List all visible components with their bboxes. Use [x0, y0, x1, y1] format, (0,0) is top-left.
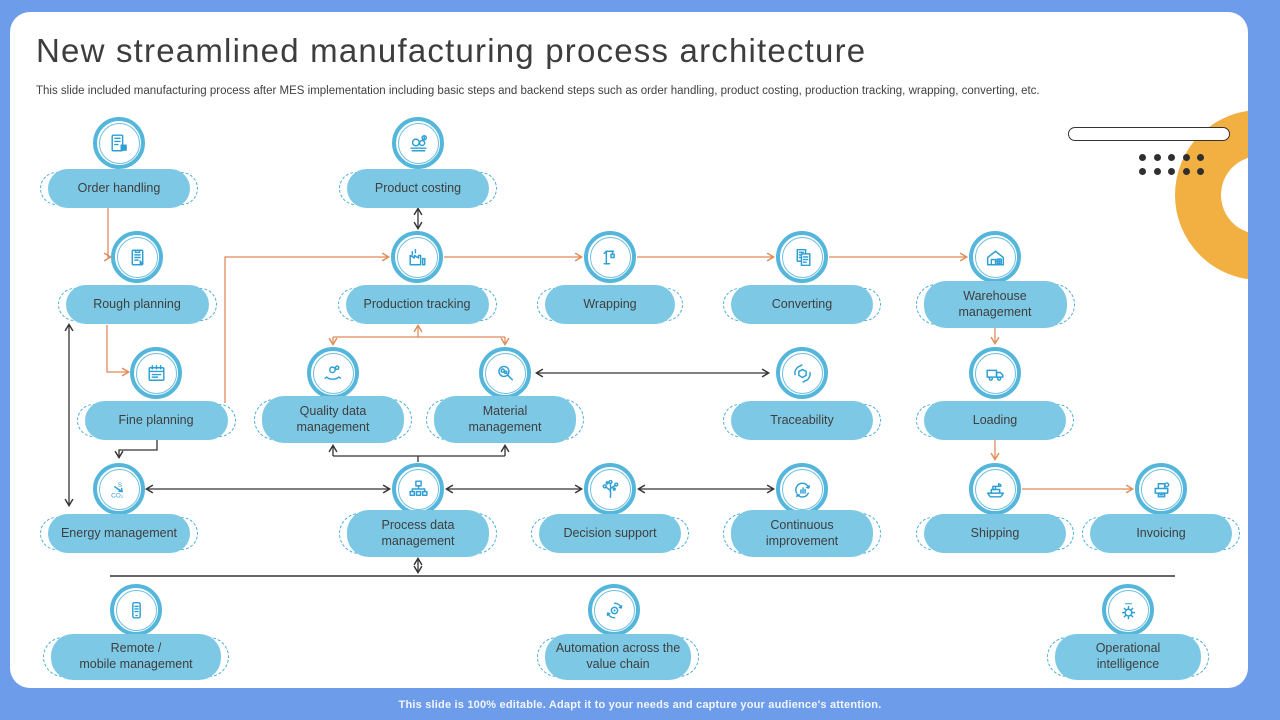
production-tracking-label[interactable]: Production tracking: [337, 285, 497, 324]
page-subtitle: This slide included manufacturing proces…: [36, 85, 1040, 97]
decision-support-label[interactable]: Decision support: [531, 514, 689, 553]
svg-text:CO₂: CO₂: [111, 492, 124, 499]
costing-icon[interactable]: [392, 117, 444, 169]
mobile-icon[interactable]: [110, 584, 162, 636]
dot: [1182, 154, 1190, 161]
dot: [1168, 154, 1176, 161]
automation-across-value-chain-label[interactable]: Automation across the value chain: [537, 634, 699, 680]
dot: [1139, 154, 1146, 161]
converting-label[interactable]: Converting: [723, 285, 881, 324]
operational-intelligence-label[interactable]: Operational intelligence: [1047, 634, 1209, 680]
page-title: New streamlined manufacturing process ar…: [36, 32, 867, 69]
order-handling-label[interactable]: Order handling: [40, 169, 198, 208]
calendar-icon[interactable]: [130, 347, 182, 399]
factory-icon[interactable]: [391, 231, 443, 283]
order-icon[interactable]: [93, 117, 145, 169]
decision-icon[interactable]: [584, 463, 636, 515]
quality-data-management-label[interactable]: Quality data management: [254, 396, 412, 443]
warehouse-management-label[interactable]: Warehouse management: [915, 281, 1075, 328]
slide-canvas: New streamlined manufacturing process ar…: [10, 12, 1248, 688]
quality-icon[interactable]: [307, 347, 359, 399]
remote-mobile-management-label[interactable]: Remote / mobile management: [43, 634, 229, 680]
shipping-label[interactable]: Shipping: [916, 514, 1074, 553]
dot: [1153, 154, 1161, 161]
dot: [1168, 168, 1176, 175]
material-icon[interactable]: [479, 347, 531, 399]
co2-icon[interactable]: S CO₂: [93, 463, 145, 515]
ship-icon[interactable]: [969, 463, 1021, 515]
dot: [1153, 168, 1161, 175]
footer-note: This slide is 100% editable. Adapt it to…: [398, 699, 882, 711]
dot: [1182, 168, 1190, 175]
fine-planning-label[interactable]: Fine planning: [76, 401, 236, 440]
pill-outline-decoration: [1068, 127, 1230, 141]
clipboard-icon[interactable]: [111, 231, 163, 283]
svg-text:S: S: [117, 481, 121, 488]
dots-decoration: [1139, 154, 1205, 175]
traceability-label[interactable]: Traceability: [723, 401, 881, 440]
rough-planning-label[interactable]: Rough planning: [57, 285, 217, 324]
dot: [1197, 168, 1205, 175]
wrapping-label[interactable]: Wrapping: [537, 285, 683, 324]
dot: [1197, 154, 1205, 161]
energy-management-label[interactable]: Energy management: [40, 514, 198, 553]
material-management-label[interactable]: Material management: [426, 396, 584, 443]
invoice-icon[interactable]: [1135, 463, 1187, 515]
continuous-improvement-label[interactable]: Continuous improvement: [723, 510, 881, 557]
invoicing-label[interactable]: Invoicing: [1082, 514, 1240, 553]
dot: [1139, 168, 1146, 175]
automation-icon[interactable]: [588, 584, 640, 636]
product-costing-label[interactable]: Product costing: [339, 169, 497, 208]
process-data-management-label[interactable]: Process data management: [339, 510, 497, 557]
truck-icon[interactable]: [969, 347, 1021, 399]
papers-icon[interactable]: [776, 231, 828, 283]
warehouse-icon[interactable]: [969, 231, 1021, 283]
hierarchy-icon[interactable]: [392, 463, 444, 515]
loading-label[interactable]: Loading: [916, 401, 1074, 440]
traceability-icon[interactable]: [776, 347, 828, 399]
operational-icon[interactable]: [1102, 584, 1154, 636]
improvement-icon[interactable]: [776, 463, 828, 515]
crane-icon[interactable]: [584, 231, 636, 283]
